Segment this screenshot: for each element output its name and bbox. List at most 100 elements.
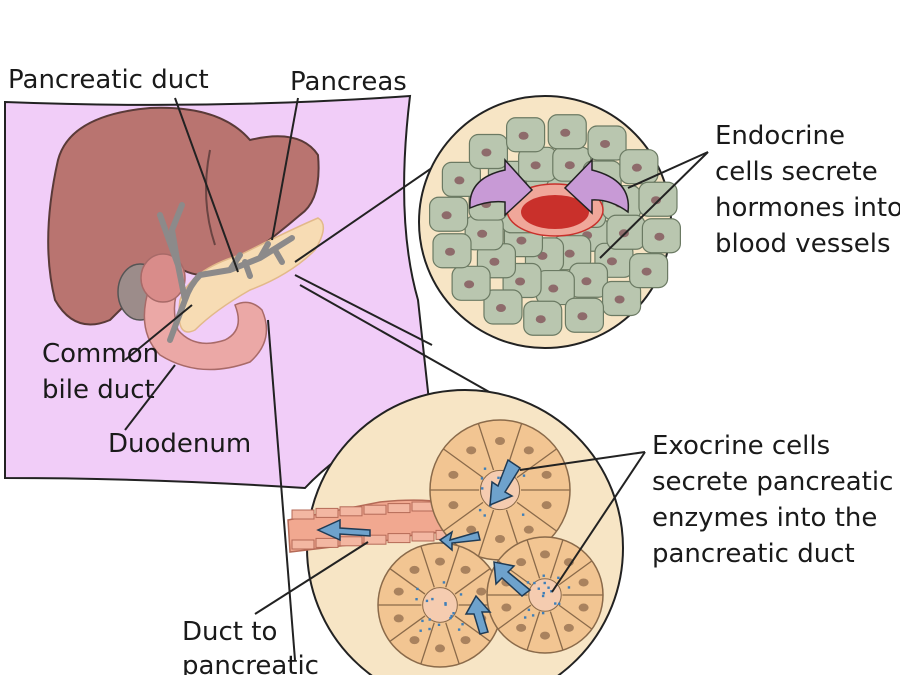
label-exocrine-1: Exocrine cells: [652, 431, 830, 461]
cell-nucleus: [518, 131, 529, 140]
enzyme-dot: [416, 587, 419, 591]
acinar-nucleus: [393, 587, 404, 596]
cell-nucleus: [650, 196, 661, 205]
enzyme-dot: [478, 508, 482, 512]
enzyme-dot: [457, 628, 461, 631]
enzyme-dot: [531, 614, 535, 617]
cell-nucleus: [515, 277, 526, 286]
enzyme-dot: [543, 581, 546, 585]
enzyme-dot: [527, 608, 531, 612]
label-bile-duct: bile duct: [42, 375, 155, 405]
acinus-lower-right: [486, 536, 604, 654]
acinar-nucleus: [540, 550, 550, 559]
enzyme-dot: [461, 623, 464, 626]
label-pancreatic: pancreatic: [182, 651, 319, 675]
exocrine-pointer-1: [519, 451, 646, 471]
enzyme-dot: [480, 477, 484, 480]
acinus-lumen: [422, 587, 458, 623]
cell-nucleus: [606, 257, 617, 266]
label-endocrine-1: Endocrine: [715, 121, 845, 151]
enzyme-dot: [497, 476, 500, 480]
acinar-cell-wall: [477, 509, 495, 557]
cell-nucleus: [530, 161, 541, 170]
enzyme-dot: [442, 581, 446, 584]
cell-nucleus: [445, 247, 456, 256]
cell-nucleus: [641, 267, 652, 276]
acinar-cell-wall: [420, 622, 435, 665]
cell-nucleus: [577, 312, 588, 321]
cell-nucleus: [564, 249, 575, 258]
acinar-cell-wall: [389, 615, 426, 642]
enzyme-dot: [542, 591, 545, 595]
cell-nucleus: [441, 211, 452, 220]
duct-cell: [363, 504, 387, 515]
acinar-nucleus: [435, 557, 445, 566]
enzyme-dot: [521, 513, 525, 516]
acinar-nucleus: [435, 644, 445, 653]
enzyme-dot: [523, 616, 527, 619]
enzyme-dot: [431, 597, 434, 601]
label-endocrine-3: hormones into: [715, 193, 900, 223]
duct-cell: [315, 507, 339, 518]
zoom-line-bottom: [267, 319, 296, 661]
enzyme-dot: [567, 586, 571, 589]
acinar-cell-wall: [420, 545, 435, 588]
acinar-nucleus: [541, 470, 552, 479]
cell-nucleus: [581, 277, 592, 286]
acinar-cell-wall: [526, 611, 541, 651]
pointer-lines: [124, 97, 561, 661]
enzyme-dot: [541, 594, 545, 598]
duct-cell: [291, 539, 315, 550]
acinar-cell-wall: [558, 604, 593, 630]
pointer-duodenum: [124, 364, 176, 431]
acinar-cell-wall: [497, 604, 532, 630]
acinar-cell-wall: [445, 545, 460, 588]
blue-arrow-1: [489, 458, 522, 507]
enzyme-dot: [421, 619, 424, 623]
cell-nucleus: [614, 295, 625, 304]
cell-nucleus: [654, 232, 665, 241]
acinar-nucleus: [476, 587, 487, 596]
enzyme-dot: [415, 597, 418, 601]
enzyme-dot: [537, 587, 540, 590]
pointer-common-bile-duct: [124, 304, 193, 361]
acinar-cell-wall: [558, 560, 593, 586]
label-pancreatic-duct: Pancreatic duct: [8, 65, 209, 95]
endocrine-pointer-lines: [599, 151, 709, 259]
enzyme-dot: [483, 514, 486, 517]
cell-nucleus: [454, 176, 465, 185]
enzyme-dot: [437, 623, 441, 627]
acinar-cell-wall: [454, 615, 491, 642]
acinar-nucleus: [523, 525, 534, 534]
acinar-nucleus: [466, 446, 477, 455]
acinar-nucleus: [495, 437, 505, 445]
acinar-cell-wall: [442, 448, 484, 479]
cell-nucleus: [560, 128, 571, 137]
acinar-nucleus: [460, 565, 471, 574]
pointer-pancreatic-duct: [174, 97, 239, 273]
cell-nucleus: [564, 161, 575, 170]
acinar-cell-wall: [442, 501, 484, 532]
acinar-nucleus: [460, 636, 471, 645]
enzyme-dot: [452, 612, 455, 615]
blue-arrow-3: [316, 518, 371, 542]
enzyme-dot: [449, 616, 452, 620]
enzyme-dot: [547, 586, 550, 589]
blue-arrow-5: [464, 594, 492, 635]
duct-cell: [291, 509, 315, 520]
blue-arrows: [316, 458, 532, 635]
cell-nucleus: [464, 280, 475, 289]
cell-nucleus: [516, 236, 527, 245]
acinar-nucleus: [448, 501, 459, 510]
label-pancreas: Pancreas: [290, 67, 407, 97]
blood-vessel-lumen: [521, 195, 589, 229]
purple-arrow-left: [469, 158, 534, 217]
acinar-cell-wall: [389, 568, 426, 595]
endocrine-pointer-2: [599, 151, 709, 259]
duct-cell: [339, 536, 363, 547]
acinar-cell-wall: [454, 568, 491, 595]
acinar-nucleus: [578, 603, 589, 612]
acinar-cell-wall: [549, 539, 564, 579]
